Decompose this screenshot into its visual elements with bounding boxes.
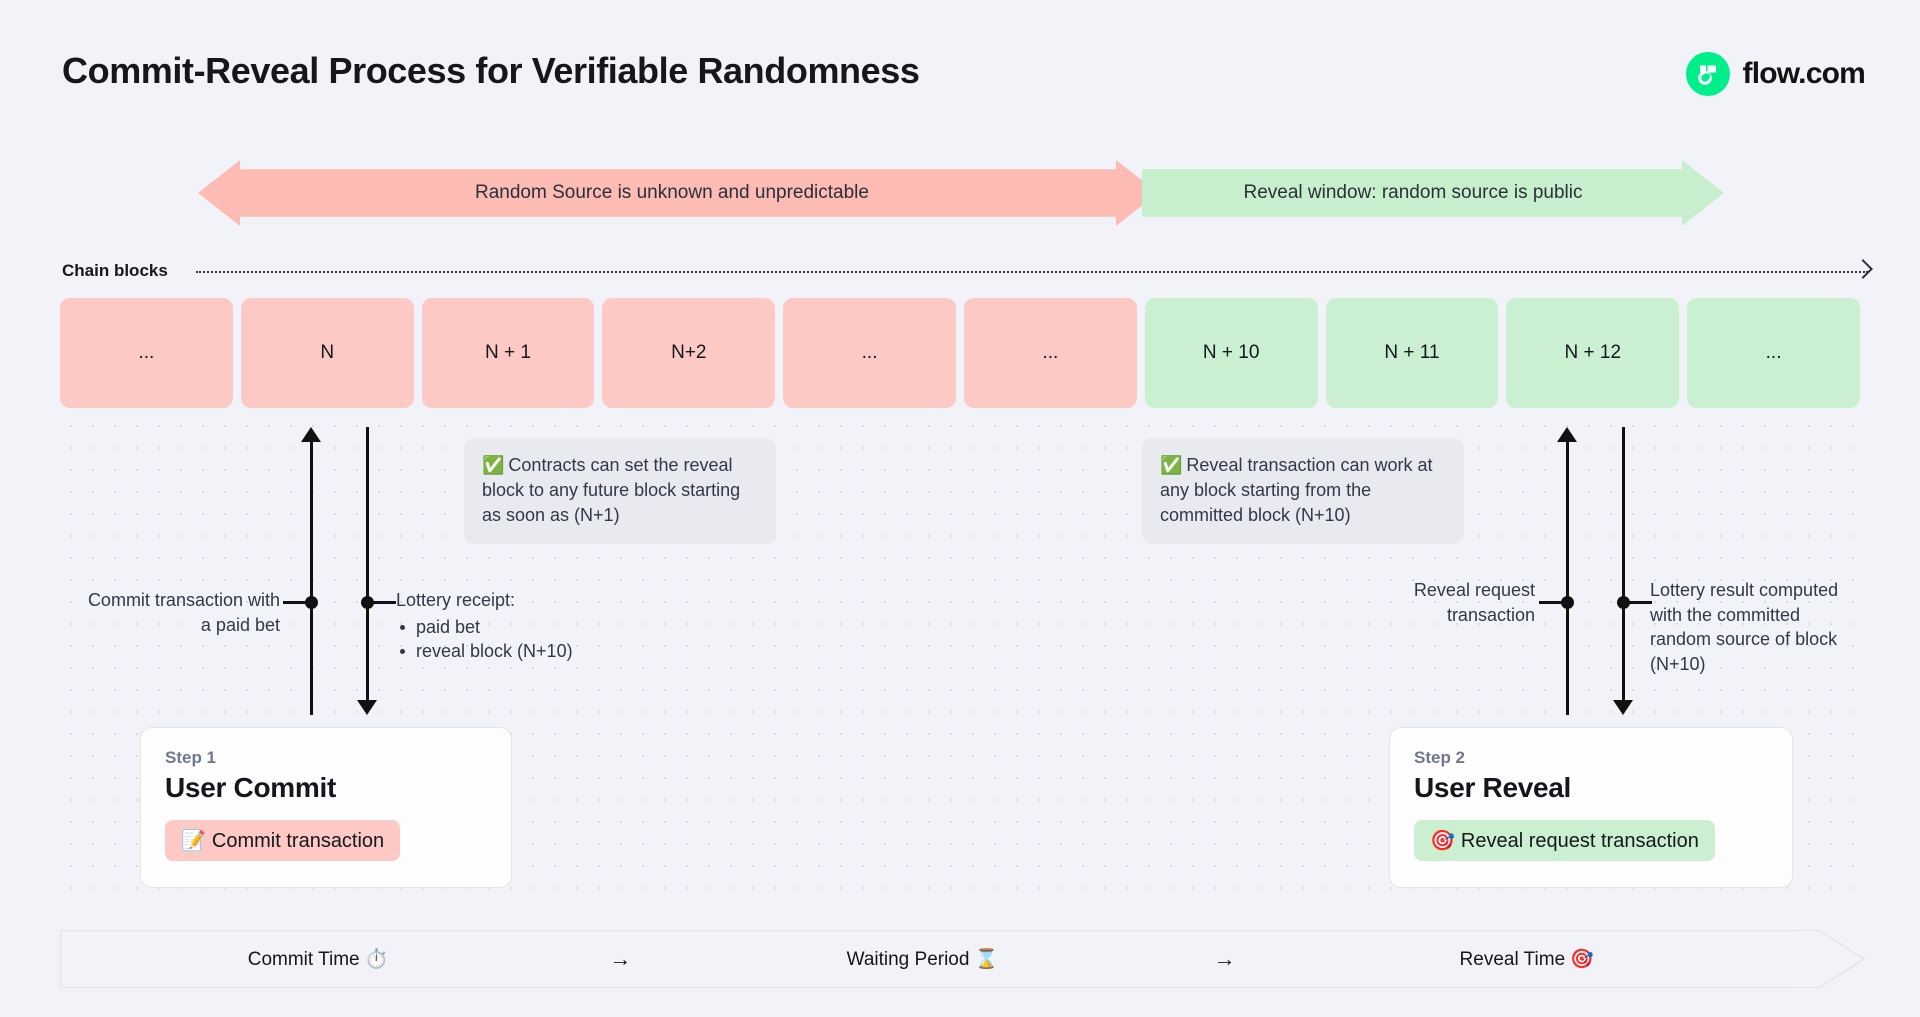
chain-blocks-row: ... N N + 1 N+2 ... ... N + 10 N + 11 N … bbox=[60, 298, 1860, 408]
chain-block[interactable]: ... bbox=[1687, 298, 1860, 408]
reveal-connector-stub bbox=[1539, 601, 1569, 604]
callout-reveal-text: Reveal transaction can work at any block… bbox=[1160, 455, 1433, 526]
step-1-title: User Commit bbox=[165, 772, 336, 803]
reveal-request-pill-label: Reveal request transaction bbox=[1460, 830, 1699, 852]
result-vertical-line bbox=[1622, 427, 1625, 703]
timeline-arrow-icon: → bbox=[609, 946, 632, 971]
flow-logo-icon bbox=[1685, 52, 1730, 96]
phase-label-unknown: Random Source is unknown and unpredictab… bbox=[475, 182, 869, 203]
timeline-bar: Commit Time ⏱️ → Waiting Period ⌛ → Reve… bbox=[60, 930, 1865, 988]
phase-label-reveal: Reveal window: random source is public bbox=[1243, 182, 1583, 203]
commit-transaction-pill[interactable]: 📝Commit transaction bbox=[165, 820, 401, 861]
commit-transaction-pill-label: Commit transaction bbox=[211, 830, 385, 852]
brand-name: flow.com bbox=[1742, 57, 1866, 90]
reveal-request-pill[interactable]: 🎯Reveal request transaction bbox=[1414, 820, 1715, 861]
page-title: Commit-Reveal Process for Verifiable Ran… bbox=[62, 50, 920, 91]
timeline-segment-waiting: Waiting Period ⌛ bbox=[846, 949, 999, 970]
commit-node-dot bbox=[305, 596, 318, 609]
timeline-segment-commit: Commit Time ⏱️ bbox=[247, 949, 389, 970]
result-node-dot bbox=[1617, 596, 1630, 609]
annotation-lottery-result: Lottery result computed with the committ… bbox=[1650, 580, 1839, 674]
step-card-user-reveal[interactable]: Step 2 User Reveal 🎯Reveal request trans… bbox=[1389, 727, 1793, 888]
chain-block[interactable]: N + 12 bbox=[1506, 298, 1680, 408]
receipt-vertical-line bbox=[366, 427, 369, 703]
memo-emoji: 📝 bbox=[181, 830, 206, 852]
check-mark-button-emoji: ✅ bbox=[1160, 455, 1183, 475]
chain-block[interactable]: ... bbox=[783, 298, 956, 408]
annotation-commit-transaction: Commit transaction with a paid bet bbox=[87, 590, 280, 635]
chain-block[interactable]: N + 1 bbox=[421, 298, 595, 408]
chain-axis-arrow-icon bbox=[1853, 259, 1873, 279]
result-connector-stub bbox=[1622, 601, 1652, 604]
brand-logo: flow.com bbox=[1685, 52, 1866, 96]
chain-block[interactable]: ... bbox=[60, 298, 233, 408]
chain-block[interactable]: N + 10 bbox=[1144, 298, 1318, 408]
callout-reveal: ✅Reveal transaction can work at any bloc… bbox=[1142, 438, 1464, 544]
commit-vertical-line bbox=[310, 440, 313, 715]
commit-connector-stub bbox=[283, 601, 313, 604]
callout-contracts-text: Contracts can set the reveal block to an… bbox=[482, 455, 741, 526]
direct-hit-emoji: 🎯 bbox=[1430, 830, 1455, 852]
result-line-arrowhead-icon bbox=[1613, 700, 1633, 715]
timeline-segment-reveal: Reveal Time 🎯 bbox=[1459, 949, 1595, 970]
phase-banner-reveal: Reveal window: random source is public bbox=[1142, 160, 1724, 226]
annotation-reveal-request: Reveal request transaction bbox=[1413, 580, 1535, 625]
receipt-node-dot bbox=[361, 596, 374, 609]
chain-block[interactable]: ... bbox=[963, 298, 1137, 408]
phase-banner-unknown: Random Source is unknown and unpredictab… bbox=[198, 160, 1158, 226]
lottery-receipt-list: paid bet reveal block (N+10) bbox=[396, 615, 686, 664]
list-item: reveal block (N+10) bbox=[396, 639, 686, 664]
chain-block[interactable]: N bbox=[240, 298, 414, 408]
chain-block[interactable]: N + 11 bbox=[1325, 298, 1499, 408]
step-1-kicker: Step 1 bbox=[165, 748, 217, 767]
step-2-kicker: Step 2 bbox=[1414, 748, 1466, 767]
annotation-lottery-receipt: Lottery receipt: paid bet reveal block (… bbox=[396, 588, 686, 664]
reveal-line-arrowhead-icon bbox=[1557, 427, 1577, 442]
chain-block[interactable]: N+2 bbox=[602, 298, 776, 408]
callout-contracts: ✅Contracts can set the reveal block to a… bbox=[464, 438, 776, 544]
receipt-line-arrowhead-icon bbox=[357, 700, 377, 715]
receipt-connector-stub bbox=[366, 601, 396, 604]
step-card-user-commit[interactable]: Step 1 User Commit 📝Commit transaction bbox=[140, 727, 512, 888]
reveal-vertical-line bbox=[1566, 440, 1569, 715]
commit-line-arrowhead-icon bbox=[301, 427, 321, 442]
lottery-receipt-title: Lottery receipt: bbox=[396, 590, 516, 610]
chain-axis-line bbox=[196, 271, 1868, 273]
step-2-title: User Reveal bbox=[1414, 772, 1572, 803]
check-mark-button-emoji: ✅ bbox=[482, 455, 505, 475]
timeline-arrow-icon: → bbox=[1213, 946, 1236, 971]
reveal-node-dot bbox=[1561, 596, 1574, 609]
chain-blocks-label: Chain blocks bbox=[62, 261, 168, 280]
list-item: paid bet bbox=[396, 615, 686, 640]
